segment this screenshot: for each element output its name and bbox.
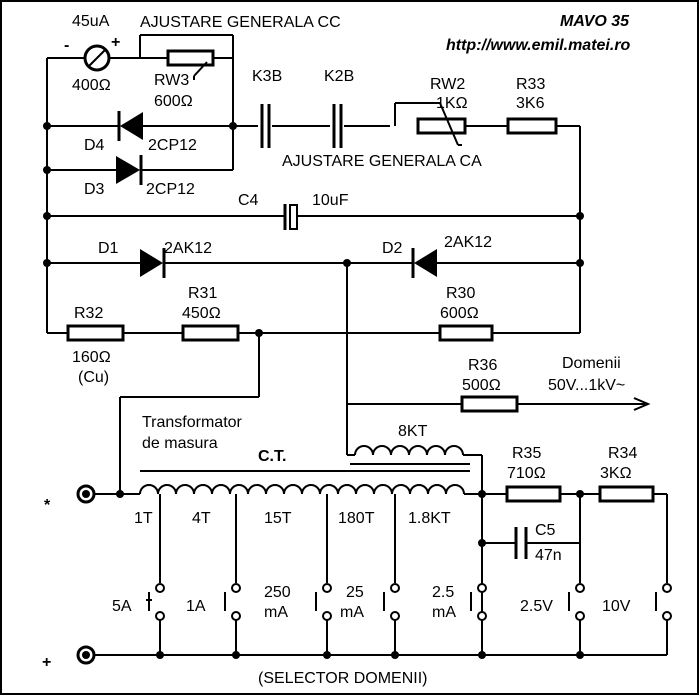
tap-180t: 180T (338, 510, 375, 527)
rw3-value: 600Ω (154, 93, 193, 110)
secondary-coil (140, 445, 483, 646)
meter-minus: - (64, 37, 69, 54)
d1-name: D1 (98, 240, 119, 257)
r30-name: R30 (446, 285, 475, 302)
switch-label-2p5-unit: mA (432, 604, 456, 621)
tap-1t: 1T (134, 510, 153, 527)
r34-value: 3KΩ (600, 465, 632, 482)
switch-label-5a: 5A (112, 598, 132, 615)
domenii-title: Domenii (562, 355, 621, 372)
r33-resistor (506, 117, 580, 135)
terminal-star-label: * (44, 497, 51, 514)
primary-coil (93, 484, 507, 495)
bottom-rail (93, 620, 668, 656)
transformer-label-1: Transformator (142, 414, 243, 431)
c5-name: C5 (535, 522, 556, 539)
rw2-value: 1KΩ (436, 95, 468, 112)
switch-label-2p5v: 2.5V (520, 598, 553, 615)
r31-name: R31 (188, 285, 217, 302)
tap-18kt: 1.8KT (408, 510, 451, 527)
rw2-potentiometer (394, 102, 508, 146)
d2-type: 2AK12 (444, 234, 492, 251)
tap-lines (159, 494, 483, 583)
r33-value: 3K6 (516, 95, 545, 112)
brand-title: MAVO 35 (560, 13, 630, 30)
r30-value: 600Ω (440, 305, 479, 322)
switch-label-25: 25 (346, 584, 364, 601)
selector-switches (146, 583, 672, 621)
r32-name: R32 (74, 305, 103, 322)
d2-name: D2 (382, 240, 403, 257)
tap-15t: 15T (264, 510, 292, 527)
terminal-star (76, 484, 96, 504)
r31-value: 450Ω (182, 305, 221, 322)
r36-name: R36 (468, 357, 497, 374)
meter-plus: + (111, 34, 120, 51)
c5-capacitor (482, 527, 580, 559)
switch-label-250-unit: mA (264, 604, 288, 621)
bottom-resistor-row (47, 324, 580, 342)
d1-d2-branch (47, 248, 580, 278)
r35-r34 (505, 485, 668, 583)
meter-loop (46, 34, 234, 333)
junction-dots (43, 122, 584, 659)
d4-type: 2CP12 (148, 137, 197, 154)
ct-label: C.T. (258, 448, 286, 465)
secondary-8kt-label: 8KT (398, 423, 428, 440)
c4-value: 10uF (312, 192, 349, 209)
meter-symbol (83, 44, 111, 72)
transformer-label-2: de masura (142, 435, 218, 452)
k2b-label: K2B (324, 68, 354, 85)
rw3-potentiometer (166, 49, 215, 80)
adj-ac-label: AJUSTARE GENERALA CA (282, 153, 482, 170)
switch-label-25-unit: mA (340, 604, 364, 621)
r31-tap (119, 333, 260, 494)
domenii-range: 50V...1kV~ (548, 377, 625, 394)
url-text: http://www.emil.matei.ro (446, 37, 631, 54)
c4-name: C4 (238, 192, 259, 209)
meter-resistance: 400Ω (72, 77, 111, 94)
rw3-name: RW3 (154, 72, 189, 89)
d3-name: D3 (84, 181, 105, 198)
mid-vertical (346, 263, 651, 456)
k3b-label: K3B (252, 68, 282, 85)
r34-name: R34 (608, 445, 637, 462)
selector-label: (SELECTOR DOMENII) (258, 670, 428, 687)
r33-name: R33 (516, 76, 545, 93)
d3-type: 2CP12 (146, 181, 195, 198)
r32-value: 160Ω (72, 349, 111, 366)
k3b-contact (258, 104, 272, 148)
adj-dc-label: AJUSTARE GENERALA CC (140, 14, 341, 31)
r35-name: R35 (512, 445, 541, 462)
rw2-name: RW2 (430, 76, 465, 93)
d4-name: D4 (84, 137, 105, 154)
r36-value: 500Ω (462, 377, 501, 394)
d3-branch (47, 155, 233, 185)
r35-value: 710Ω (507, 465, 546, 482)
switch-label-10v: 10V (602, 598, 631, 615)
r32-note: (Cu) (78, 369, 109, 386)
terminal-plus-label: + (42, 654, 51, 671)
c4-capacitor (47, 204, 580, 230)
meter-current: 45uA (72, 13, 110, 30)
c5-value: 47n (535, 547, 562, 564)
switch-label-2p5: 2.5 (432, 584, 454, 601)
tap-4t: 4T (192, 510, 211, 527)
terminal-plus (76, 645, 96, 665)
d1-type: 2AK12 (164, 240, 212, 257)
k2b-contact (330, 104, 344, 148)
switch-label-250: 250 (264, 584, 291, 601)
switch-label-1a: 1A (186, 598, 206, 615)
